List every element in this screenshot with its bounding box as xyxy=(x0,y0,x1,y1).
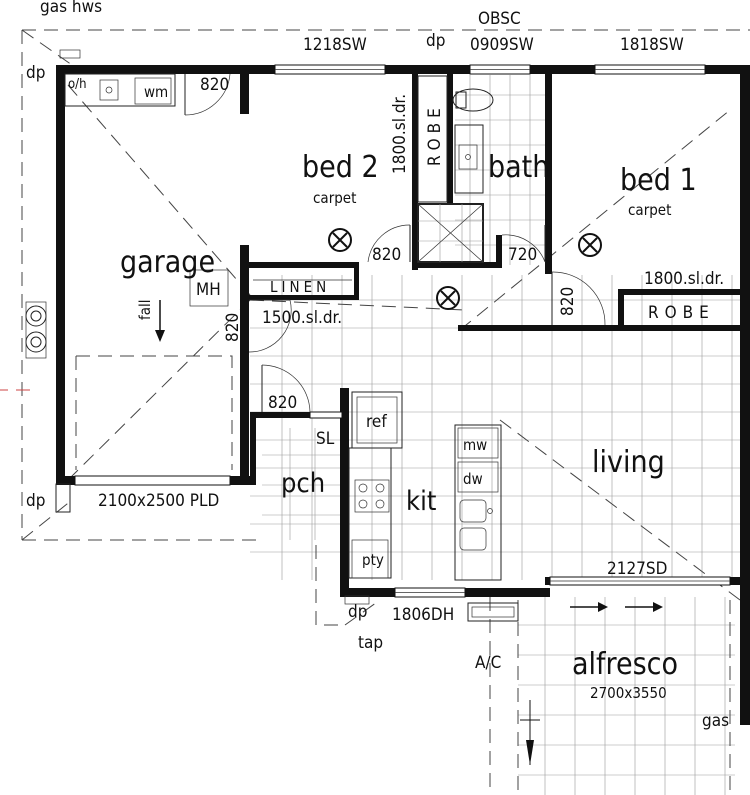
tile-grid-porch xyxy=(262,428,340,540)
label-dp-bottom: dp xyxy=(348,602,367,622)
label-door-entry: 820 xyxy=(268,393,297,413)
label-linen: LINEN xyxy=(270,278,330,296)
label-dp-top: dp xyxy=(426,31,445,51)
label-bath: bath xyxy=(488,150,549,185)
label-porch: pch xyxy=(281,468,325,499)
light-point-bed2 xyxy=(328,228,352,252)
label-alfresco: alfresco xyxy=(572,647,678,682)
label-gas-hws: gas hws xyxy=(40,0,102,17)
label-window-bed1: 1818SW xyxy=(620,35,684,55)
label-robe1: ROBE xyxy=(648,303,715,323)
label-linen-size: 1500.sl.dr. xyxy=(262,308,342,328)
label-gas: gas xyxy=(702,711,729,731)
label-robe2: ROBE xyxy=(425,103,445,166)
arrows xyxy=(155,300,663,765)
label-kitchen: kit xyxy=(406,486,436,517)
label-door-bath: 720 xyxy=(508,245,537,265)
fixtures xyxy=(25,49,519,622)
label-robe2-size: 1800.sl.dr. xyxy=(390,94,410,174)
light-point-hall xyxy=(436,286,460,310)
label-dp-top-left: dp xyxy=(26,63,45,83)
label-sliding-door: 2127SD xyxy=(607,559,667,579)
label-robe1-size: 1800.sl.dr. xyxy=(644,269,724,289)
label-obsc: OBSC xyxy=(478,9,521,29)
garage-diagonals xyxy=(75,355,233,470)
label-pantry: pty xyxy=(362,551,384,569)
windows xyxy=(74,64,731,598)
light-points xyxy=(328,228,602,310)
label-fridge: ref xyxy=(366,412,387,432)
label-bed1: bed 1 xyxy=(620,163,697,198)
label-living: living xyxy=(592,445,665,480)
label-washing-machine: wm xyxy=(144,83,168,101)
label-garage: garage xyxy=(120,245,215,280)
label-double-hung: 1806DH xyxy=(392,605,454,625)
label-dishwasher: dw xyxy=(463,470,483,488)
label-fall: fall xyxy=(136,299,154,320)
label-window-bed2: 1218SW xyxy=(303,35,367,55)
roof-lines xyxy=(0,29,750,795)
label-door-garage: 820 xyxy=(200,75,229,95)
label-bed2: bed 2 xyxy=(302,150,379,185)
label-manhole: MH xyxy=(196,280,221,300)
label-dp-garage: dp xyxy=(26,491,45,511)
label-window-bath: 0909SW xyxy=(470,35,534,55)
label-door-bed1: 820 xyxy=(558,287,578,316)
label-air-conditioner: A/C xyxy=(475,653,501,673)
label-bed2-floor: carpet xyxy=(313,189,356,207)
label-overhead: o/h xyxy=(68,77,87,92)
tile-grid-bath xyxy=(455,75,545,265)
label-garage-door: 2100x2500 PLD xyxy=(98,491,219,511)
label-bed1-floor: carpet xyxy=(628,201,671,219)
label-alfresco-size: 2700x3550 xyxy=(590,684,667,702)
door-swings xyxy=(184,73,606,413)
label-tap: tap xyxy=(358,633,383,653)
light-point-bed1 xyxy=(578,233,602,257)
label-sidelight: SL xyxy=(316,429,335,449)
label-microwave: mw xyxy=(463,436,487,454)
label-door-garage-int: 820 xyxy=(223,313,243,342)
tile-grid-alfresco xyxy=(518,597,735,795)
label-door-bed2: 820 xyxy=(372,245,401,265)
